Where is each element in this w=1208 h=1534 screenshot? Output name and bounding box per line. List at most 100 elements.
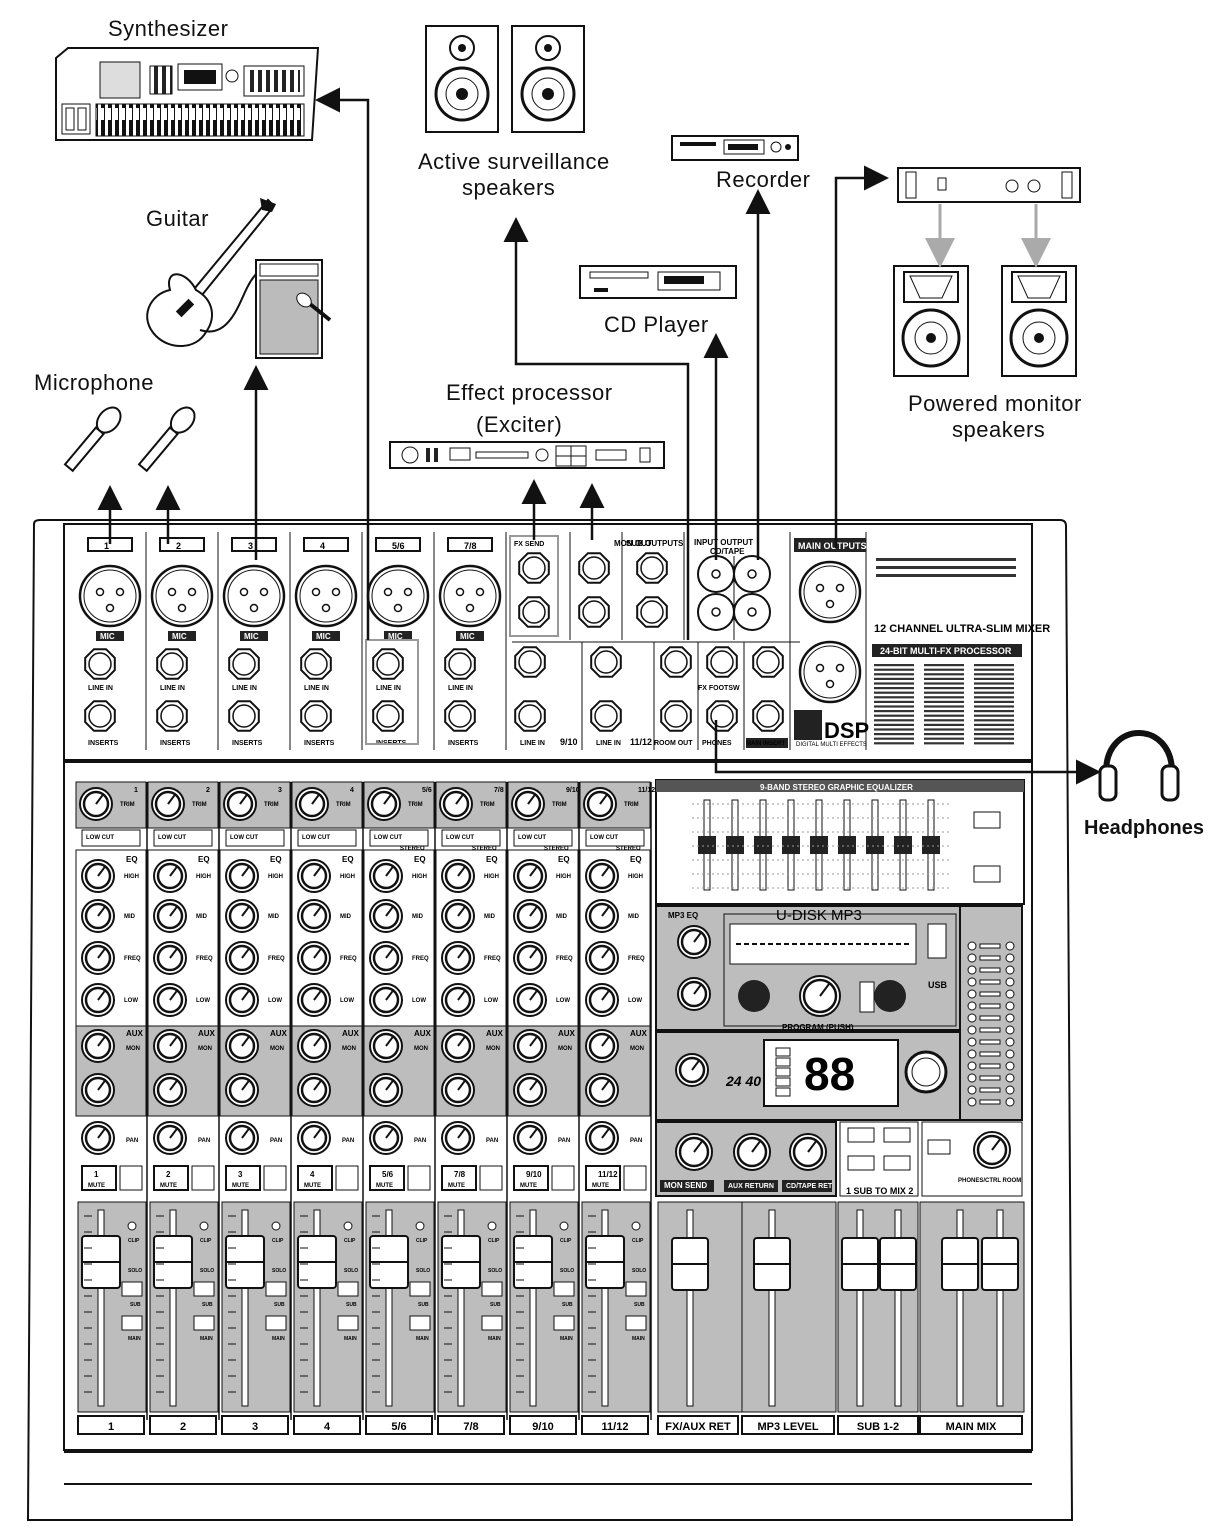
strip-number: 9/10 xyxy=(566,787,580,794)
eq-knob-1 xyxy=(225,859,259,893)
mute-channel-number: 9/10 xyxy=(526,1170,542,1179)
input-output-label: INPUT OUTPUT xyxy=(694,538,753,547)
line-in-label: LINE IN xyxy=(160,685,185,692)
sub-button xyxy=(337,1315,359,1331)
bottom-label-8: 11/12 xyxy=(602,1421,629,1433)
line-in-jack-2 xyxy=(156,648,188,680)
master-fader-track-5 xyxy=(956,1209,964,1407)
fader-track xyxy=(97,1209,105,1407)
eq-knob-label: LOW xyxy=(268,998,282,1004)
microphone-icons xyxy=(63,406,196,473)
mp3-eq-low-knob xyxy=(677,977,711,1011)
meter-led-r-10 xyxy=(1005,1049,1015,1059)
line-in-jack-4 xyxy=(300,648,332,680)
sub-label: SUB xyxy=(418,1302,429,1308)
bottom-label-9: FX/AUX RET xyxy=(665,1421,731,1433)
rear-lower-jack-3 xyxy=(590,646,622,678)
eq-knob-3 xyxy=(297,941,331,975)
mute-label: MUTE xyxy=(376,1183,393,1189)
main-label: MAIN xyxy=(344,1336,357,1342)
pan-label: PAN xyxy=(558,1138,570,1144)
eq-knob-label: FREQ xyxy=(340,956,357,962)
xlr-input-6 xyxy=(438,564,502,628)
eq-knob-2 xyxy=(369,899,403,933)
fx-send-label: FX SEND xyxy=(514,541,544,548)
rear-lower-jack-2 xyxy=(514,700,546,732)
trim-label: TRIM xyxy=(120,802,135,808)
cd-tape-label: CD/TAPE xyxy=(710,547,745,556)
eq-knob-label: HIGH xyxy=(412,874,427,880)
main-outputs xyxy=(789,532,867,750)
stereo-label: STEREO xyxy=(544,846,569,852)
insert-jack-6 xyxy=(444,700,476,732)
sub-assign-button-1 xyxy=(847,1127,875,1143)
meter-led-r-4 xyxy=(1005,977,1015,987)
eq-knob-2 xyxy=(153,899,187,933)
eq-knob-label: LOW xyxy=(556,998,570,1004)
clip-led xyxy=(559,1221,569,1231)
label-1112: 11/12 xyxy=(630,737,652,747)
aux-fx-knob xyxy=(441,1073,475,1107)
powered-monitor-label-1: Powered monitor xyxy=(908,391,1082,416)
pan-label: PAN xyxy=(342,1138,354,1144)
sub-assign-button-2 xyxy=(883,1127,911,1143)
mute-label: MUTE xyxy=(304,1183,321,1189)
meter-led-r-1 xyxy=(1005,941,1015,951)
mute-label: MUTE xyxy=(520,1183,537,1189)
bottom-label-box-6 xyxy=(437,1415,505,1435)
master-fader-bay-4 xyxy=(919,1201,1025,1413)
eq-title: 9-BAND STEREO GRAPHIC EQUALIZER xyxy=(760,783,913,792)
pan-knob xyxy=(297,1121,331,1155)
mon-label: MON xyxy=(126,1046,140,1052)
mute-channel-number: 11/12 xyxy=(598,1170,618,1179)
eq-knob-3 xyxy=(225,941,259,975)
headphones-label: Headphones xyxy=(1084,817,1205,839)
clip-label: CLIP xyxy=(200,1238,212,1244)
bottom-label-box-8 xyxy=(581,1415,649,1435)
strip-number: 5/6 xyxy=(422,787,432,794)
fader-track xyxy=(313,1209,321,1407)
meter-led-l-4 xyxy=(967,977,977,987)
cd-in-l xyxy=(697,555,735,593)
inserts-label: INSERTS xyxy=(304,740,335,747)
eq-knob-label: HIGH xyxy=(340,874,355,880)
line-in-jack-5 xyxy=(372,648,404,680)
meter-led-r-11 xyxy=(1005,1061,1015,1071)
bottom-label-box-7 xyxy=(509,1415,577,1435)
mute-channel-number: 1 xyxy=(94,1170,99,1179)
mute-button xyxy=(81,1165,117,1191)
bottom-label-box-12 xyxy=(919,1415,1023,1435)
line-in-910-label: LINE IN xyxy=(520,740,545,747)
eq-knob-label: LOW xyxy=(628,998,642,1004)
insert-jack-4 xyxy=(300,700,332,732)
aux-mon-knob xyxy=(81,1029,115,1063)
cd-in-r xyxy=(697,593,735,631)
mute-button xyxy=(153,1165,189,1191)
fader-track xyxy=(601,1209,609,1407)
pan-label: PAN xyxy=(126,1138,138,1144)
meter-led-l-6 xyxy=(967,1001,977,1011)
graphic-eq xyxy=(655,779,1025,905)
fx-send-jacks xyxy=(509,535,559,637)
mon-label: MON xyxy=(558,1046,572,1052)
strip-number: 11/12 xyxy=(638,787,655,794)
bottom-label-3: 3 xyxy=(252,1421,258,1433)
pan-label: PAN xyxy=(414,1138,426,1144)
fx-preset-list xyxy=(874,558,1016,745)
eq-knob-label: LOW xyxy=(484,998,498,1004)
sub-label: SUB xyxy=(562,1302,573,1308)
geq-slider-cap-6 xyxy=(838,836,856,854)
stereo-label: STEREO xyxy=(616,846,641,852)
synth-cable-arrow xyxy=(315,87,370,640)
solo-button xyxy=(193,1281,215,1297)
main-output-r-xlr xyxy=(798,640,862,704)
rear-channel-label-box xyxy=(159,537,205,552)
fx-send-knob xyxy=(675,1053,709,1087)
mute-label: MUTE xyxy=(448,1183,465,1189)
